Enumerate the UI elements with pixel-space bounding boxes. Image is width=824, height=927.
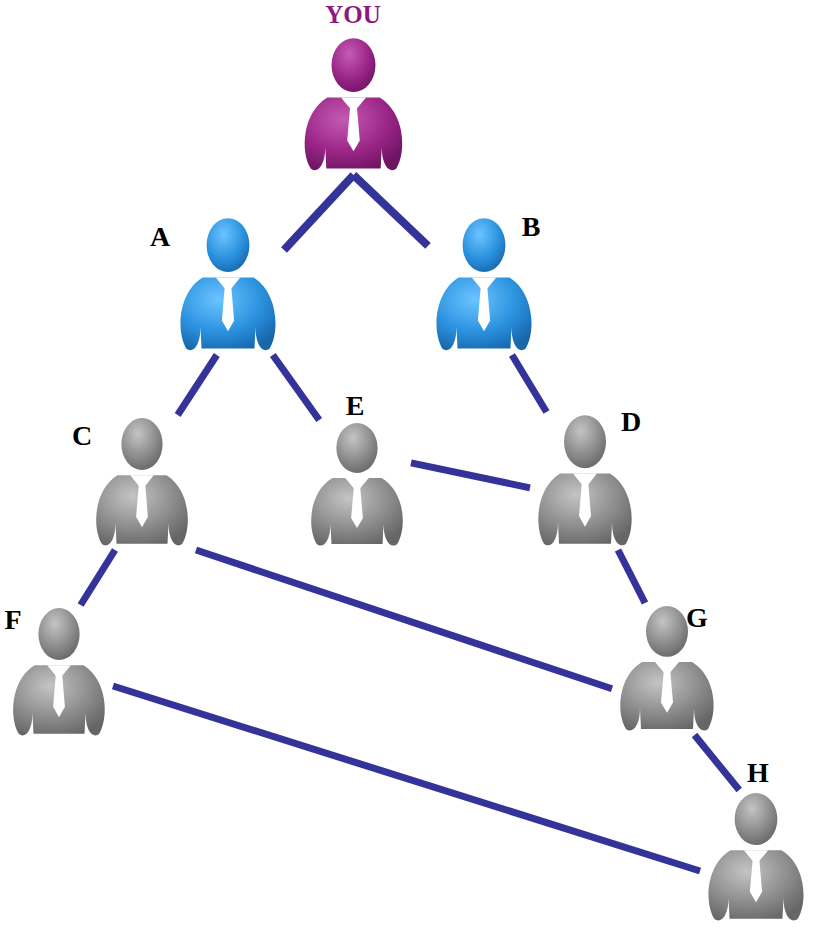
person-icon bbox=[700, 790, 812, 925]
person-head bbox=[207, 218, 250, 272]
person-body bbox=[708, 850, 803, 920]
person-node: G bbox=[612, 603, 722, 735]
person-head bbox=[564, 415, 606, 468]
tie bbox=[53, 671, 65, 717]
person-node: A bbox=[172, 215, 284, 355]
person-body bbox=[180, 277, 275, 350]
person-label: H bbox=[747, 759, 769, 787]
person-node: F bbox=[5, 605, 113, 740]
person-head bbox=[336, 423, 377, 473]
tie bbox=[351, 484, 363, 528]
person-label: G bbox=[686, 604, 708, 632]
person-label: D bbox=[621, 408, 641, 436]
person-node: C bbox=[88, 415, 196, 550]
person-node: E bbox=[303, 420, 411, 550]
person-node: H bbox=[700, 790, 812, 925]
person-node: YOU bbox=[296, 35, 411, 175]
person-icon bbox=[303, 420, 411, 550]
connector bbox=[354, 175, 429, 246]
person-label: B bbox=[522, 213, 541, 241]
connector bbox=[113, 686, 700, 871]
person-head bbox=[121, 418, 162, 470]
person-body bbox=[13, 665, 105, 735]
person-icon bbox=[296, 35, 411, 175]
person-node: D bbox=[530, 412, 640, 550]
person-head bbox=[735, 793, 778, 845]
person-body bbox=[311, 478, 403, 546]
person-body bbox=[305, 97, 403, 170]
tie bbox=[222, 284, 234, 331]
tie bbox=[579, 480, 591, 527]
tie bbox=[478, 284, 490, 331]
person-label: YOU bbox=[325, 2, 381, 27]
connector bbox=[618, 550, 645, 603]
person-icon bbox=[172, 215, 284, 355]
person-body bbox=[96, 475, 188, 545]
person-label: F bbox=[4, 606, 21, 634]
tie bbox=[136, 481, 148, 527]
connector bbox=[196, 550, 612, 689]
person-body bbox=[538, 474, 631, 546]
connector bbox=[411, 463, 530, 488]
tie bbox=[661, 668, 673, 713]
person-head bbox=[38, 608, 79, 660]
person-label: A bbox=[150, 223, 170, 251]
connector bbox=[512, 355, 547, 412]
tie bbox=[347, 104, 360, 151]
person-label: E bbox=[346, 392, 365, 420]
connector bbox=[178, 355, 217, 415]
person-label: C bbox=[72, 422, 92, 450]
tie bbox=[750, 856, 762, 902]
person-body bbox=[620, 662, 713, 731]
connector bbox=[695, 735, 740, 790]
person-head bbox=[463, 218, 506, 272]
connector bbox=[284, 175, 354, 250]
person-head bbox=[332, 38, 376, 92]
person-body bbox=[436, 277, 531, 350]
person-node: B bbox=[428, 215, 540, 355]
connector bbox=[81, 550, 115, 605]
person-icon bbox=[88, 415, 196, 550]
person-head bbox=[646, 606, 688, 657]
connector bbox=[273, 355, 319, 420]
